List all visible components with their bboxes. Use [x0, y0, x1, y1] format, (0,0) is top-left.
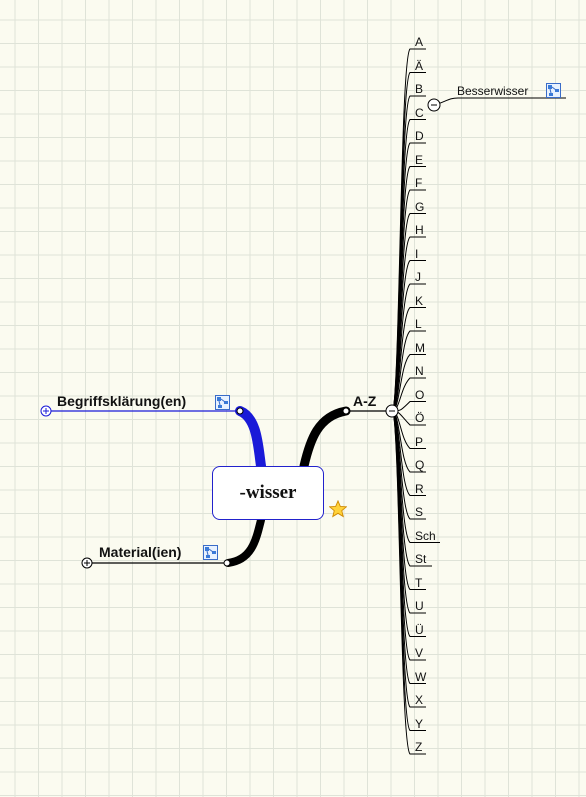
letter-node[interactable]: F [415, 176, 423, 190]
letter-node[interactable]: Ä [415, 58, 424, 73]
letter-node[interactable]: U [415, 599, 424, 613]
map-link-icon[interactable] [546, 83, 561, 98]
letter-node[interactable]: G [415, 199, 425, 214]
letter-node[interactable]: S [415, 505, 424, 519]
letter-node[interactable]: Ö [415, 411, 425, 425]
map-link-icon[interactable] [203, 545, 218, 560]
letter-node[interactable]: N [415, 364, 424, 378]
expand-icon-material[interactable] [81, 557, 93, 569]
letter-node[interactable]: T [415, 575, 423, 590]
star-icon [329, 500, 347, 518]
letter-node[interactable]: L [415, 317, 422, 331]
node-dot-az [342, 407, 350, 415]
collapse-icon-az[interactable] [385, 404, 399, 418]
letter-node[interactable]: C [415, 105, 424, 120]
branch-a-z[interactable]: A-Z [353, 393, 377, 409]
branch-begriffsklaerung[interactable]: Begriffsklärung(en) [57, 393, 187, 409]
letter-node[interactable]: I [415, 246, 419, 261]
letter-node[interactable]: J [415, 270, 421, 284]
letter-node[interactable]: M [415, 340, 425, 355]
letter-node[interactable]: B [415, 82, 424, 96]
letter-connectors [391, 48, 440, 755]
letter-node[interactable]: D [415, 129, 424, 143]
letter-node[interactable]: H [415, 223, 424, 237]
letter-connector [391, 410, 426, 755]
letter-node[interactable]: Z [415, 740, 423, 754]
letter-node[interactable]: X [415, 693, 424, 707]
central-topic[interactable]: -wisser [212, 466, 324, 520]
letter-node[interactable]: K [415, 293, 424, 308]
letter-node[interactable]: R [415, 481, 424, 496]
branch-line-begriff [235, 406, 266, 471]
collapse-icon-b[interactable] [427, 98, 441, 112]
letter-node[interactable]: W [415, 669, 427, 684]
map-link-icon[interactable] [215, 395, 230, 410]
letter-node[interactable]: Q [415, 458, 425, 472]
letter-node[interactable]: A [415, 35, 424, 49]
letter-node[interactable]: Sch [415, 528, 436, 543]
letter-connector [391, 410, 426, 684]
letter-node[interactable]: V [415, 646, 424, 660]
subtopic-besserwisser[interactable]: Besserwisser [457, 84, 529, 98]
letter-node[interactable]: Y [415, 716, 424, 731]
letter-node[interactable]: O [415, 387, 425, 402]
branch-line-material [224, 516, 265, 567]
letter-node[interactable]: E [415, 152, 424, 167]
node-dot-begriff [236, 407, 244, 415]
letter-node[interactable]: P [415, 434, 424, 449]
expand-icon-begriff[interactable] [40, 405, 52, 417]
letter-node[interactable]: Ü [415, 622, 424, 637]
letter-node[interactable]: St [415, 552, 427, 566]
node-dot-material [223, 559, 231, 567]
branch-line-az [299, 406, 351, 471]
branch-material[interactable]: Material(ien) [99, 544, 182, 560]
